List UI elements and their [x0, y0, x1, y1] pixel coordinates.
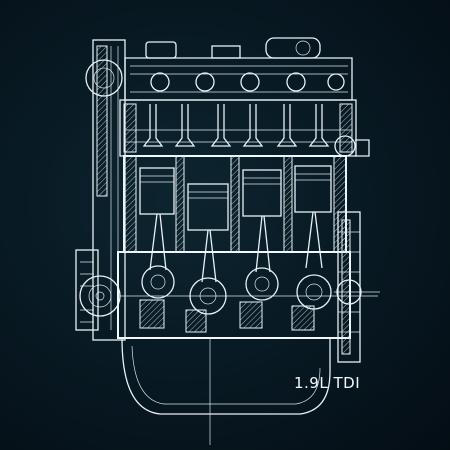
- flywheel: [334, 211, 380, 363]
- engine-block: [123, 155, 347, 283]
- crankshaft: [117, 251, 378, 339]
- engine-model-label: 1.9L TDI: [294, 374, 361, 392]
- timing-belt-assembly: [75, 39, 126, 341]
- oil-pan: [121, 337, 331, 445]
- cylinder-head: [119, 99, 370, 157]
- valve-cover: [124, 37, 353, 101]
